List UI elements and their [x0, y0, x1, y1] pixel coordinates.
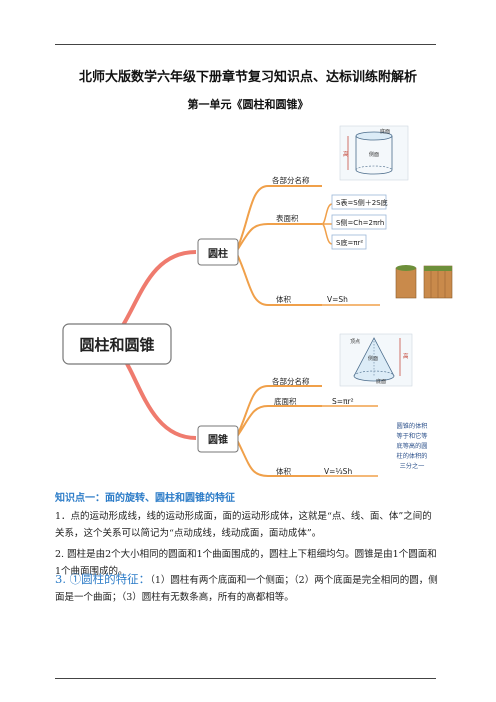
branch-root-cylinder — [118, 250, 197, 332]
paragraph-3-body: （1）圆柱有两个底面和一个侧面；（2）两个底面是完全相同的圆，侧面是一个曲面；（… — [55, 575, 438, 603]
formula-box-3 — [331, 234, 367, 250]
cone-note-line-1: 圆锥的体积 — [397, 422, 428, 430]
cone-note-line-5: 三分之一 — [400, 462, 425, 470]
top-rule — [55, 44, 436, 45]
root-node — [62, 323, 172, 365]
cyl-fig-height: 高 — [343, 150, 349, 158]
cyl-fig-base: 底面 — [380, 128, 390, 135]
branch-cyl-surface — [235, 223, 322, 253]
cone-note-line-3: 底等高的圆 — [397, 442, 428, 450]
cone-node — [197, 425, 239, 453]
branch-cyl-parts — [235, 185, 322, 253]
cone-fig-base: 底面 — [376, 378, 386, 385]
mind-map: 圆柱和圆锥 圆柱 圆锥 各部分名称 表面积 体积 V=Sh S表=S侧＋2S底 … — [62, 125, 456, 477]
unit-subtitle: 第一单元《圆柱和圆锥》 — [187, 98, 309, 111]
cone-volume-label: 体积 — [276, 466, 291, 476]
cone-note-line-4: 柱的体积的 — [397, 452, 428, 460]
paragraph-3: 3. ①圆柱的特征：（1）圆柱有两个底面和一个侧面；（2）两个底面是完全相同的圆… — [55, 571, 441, 606]
paragraph-2: 2. 圆柱是由2个大小相同的圆面和1个曲面围成的，圆柱上下粗细均匀。圆锥是由1个… — [55, 549, 437, 577]
cone-fig-apex: 顶点 — [350, 339, 360, 345]
cylinder-label: 圆柱 — [208, 247, 228, 260]
page-title: 北师大版数学六年级下册章节复习知识点、达标训练附解析 — [78, 70, 417, 85]
bottom-rule — [55, 678, 436, 679]
formula-box-2 — [331, 214, 387, 230]
cylinder-node — [197, 238, 239, 266]
cyl-surface-label: 表面积 — [276, 213, 299, 223]
cone-figure: 顶点 侧面 高 底面 — [339, 333, 413, 387]
branch-cone-volume — [235, 437, 320, 477]
formula-text-1: S表=S侧＋2S底 — [336, 198, 388, 207]
cone-note: 圆锥的体积 等于和它等 底等高的圆 柱的体积的 三分之一 — [388, 420, 436, 470]
branch-cone-parts — [235, 385, 322, 439]
wood-figure — [386, 262, 456, 302]
formula-text-3: S底=πr² — [336, 238, 363, 247]
cone-fig-height: 高 — [403, 352, 409, 360]
cone-note-line-2: 等于和它等 — [397, 432, 428, 440]
cone-base-label: 底面积 — [274, 396, 297, 406]
formula-text-2: S侧=Ch=2πrh — [336, 218, 384, 227]
formula-box-1 — [331, 194, 387, 210]
cone-parts-label: 各部分名称 — [272, 376, 310, 386]
cyl-volume-formula: V=Sh — [327, 295, 348, 304]
cone-volume-formula: V=⅓Sh — [324, 467, 352, 476]
cylinder-figure: 高 底面 侧面 — [339, 125, 409, 181]
cone-base-formula: S=πr² — [332, 397, 354, 406]
cyl-volume-label: 体积 — [276, 294, 291, 304]
branch-cyl-volume — [235, 251, 322, 306]
root-label: 圆柱和圆锥 — [79, 336, 154, 354]
paragraph-3-lead: 3. ①圆柱的特征： — [55, 572, 151, 586]
branch-root-cone — [118, 350, 197, 440]
branch-cone-base — [235, 405, 322, 439]
branch-surface-formulas — [321, 203, 333, 245]
cyl-parts-label: 各部分名称 — [272, 175, 310, 185]
paragraph-1: 1．点的运动形成线，线的运动形成面，面的运动形成体，这就是“点、线、面、体”之间… — [55, 511, 432, 539]
cone-fig-side: 侧面 — [368, 355, 378, 362]
cone-label: 圆锥 — [208, 433, 228, 446]
cyl-fig-side: 侧面 — [369, 151, 379, 158]
section-heading: 知识点一：面的旋转、圆柱和圆锥的特征 — [55, 493, 235, 504]
